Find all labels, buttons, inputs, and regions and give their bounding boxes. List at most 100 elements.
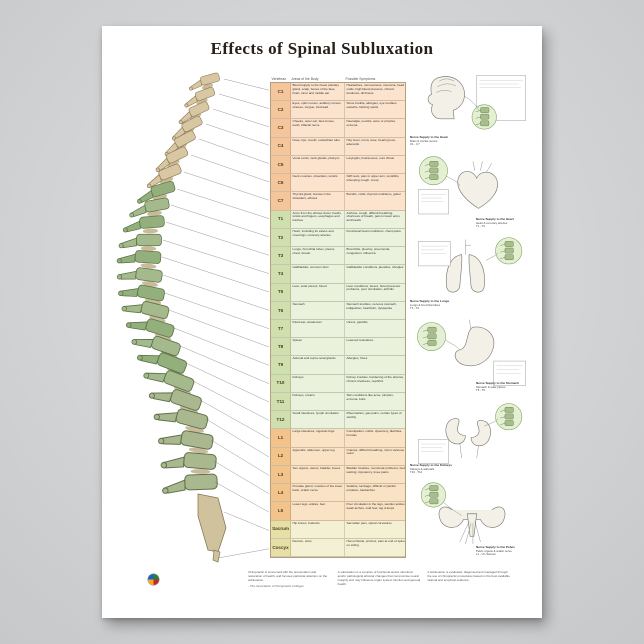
vertebra-label: T3 (271, 247, 291, 265)
figure-note: T3 - T4 (410, 306, 419, 311)
vertebra-label: Coccyx (271, 538, 291, 556)
figure-note: Pelvic organs & sciatic nerve (476, 548, 512, 553)
areas-cell: Lungs, bronchial tubes, pleura, chest, b… (291, 247, 345, 265)
symptoms-cell: Bronchitis, pleurisy, pneumonia, congest… (346, 247, 391, 255)
symptoms-cell: Laryngitis, hoarseness, sore throat (346, 155, 394, 160)
figure-caption-title: Nerve Supply to the Lungs (410, 299, 450, 304)
column-header-symptoms: Possible Symptoms (345, 77, 376, 81)
vertebra-label: L1 (271, 429, 291, 447)
vertebra-label: T2 (271, 228, 291, 247)
figure-note: L1 - L5, Sacrum (476, 552, 496, 557)
areas-cell: Cheeks, outer ear, face bones, teeth, tr… (291, 119, 345, 137)
vertebra-label: L2 (271, 447, 291, 465)
vertebra-label: L5 (271, 502, 291, 520)
vertebra-label: T7 (271, 320, 291, 338)
symptoms-cell: Gallbladder conditions, jaundice, shingl… (346, 265, 404, 270)
vertebra-label: C3 (271, 119, 291, 137)
symptoms-cell: Hemorrhoids, pruritus, pain at end of sp… (346, 538, 405, 547)
vertebra-label: T11 (271, 392, 291, 411)
vertebra-label: C6 (271, 174, 291, 192)
leader-lines (161, 78, 270, 559)
figure-note: Lungs & bronchial tubes (410, 302, 441, 307)
areas-cell: Heart, including its valves and covering… (291, 228, 345, 247)
vertebra-label: T10 (271, 374, 291, 392)
symptoms-cell: Stiff neck, pain in upper arm, tonsillit… (346, 174, 400, 182)
footer-attribution: - The Association of Chiropractic Colleg… (248, 583, 304, 588)
footer-quote: Chiropractic is concerned with the prese… (248, 570, 328, 583)
symptoms-cell: Rheumatism, gas pains, certain types of … (346, 411, 402, 419)
areas-cell: Blood supply to the head, pituitary glan… (291, 83, 345, 101)
figure-caption-title: Nerve Supply to the Stomach (476, 381, 519, 386)
areas-cell: Nose, lips, mouth, eustachian tube (291, 137, 345, 155)
spine-illustration (116, 72, 270, 563)
figure-caption-title: Nerve Supply to the Heart (476, 217, 514, 222)
areas-cell: Prostate gland, muscles of the lower bac… (291, 484, 345, 502)
symptoms-cell: Allergies, hives (346, 356, 368, 361)
areas-cell: Large intestines, inguinal rings (291, 429, 345, 447)
figure-caption-title: Nerve Supply to the Kidneys (410, 463, 452, 468)
pelvis-illustration (420, 482, 506, 544)
footer-columns: Chiropractic is concerned with the prese… (248, 570, 510, 588)
figure-note: Heart & coronary arteries (476, 220, 508, 225)
areas-cell: Neck muscles, shoulders, tonsils (291, 174, 345, 192)
symptoms-cell: Headaches, nervousness, insomnia, head c… (346, 83, 405, 95)
poster-title: Effects of Spinal Subluxation (210, 39, 434, 58)
figure-caption-title: Nerve Supply to the Head (410, 135, 448, 140)
vertebra-label: L4 (271, 484, 291, 502)
figure-note: T5 - T9 (476, 388, 485, 393)
vertebra-label: T6 (271, 301, 291, 319)
column-header-vertebrae: Vertebrae (271, 77, 287, 81)
vertebra-label: T12 (271, 411, 291, 429)
table-header: Vertebrae Areas of the Body Possible Sym… (270, 68, 406, 82)
areas-cell: Lower legs, ankles, feet (291, 502, 345, 520)
vertebra-label: T4 (271, 265, 291, 283)
poster: Effects of Spinal Subluxation Vertebrae … (102, 26, 542, 618)
areas-cell: Spleen (291, 338, 345, 356)
figure-note: T10 - T12 (410, 470, 423, 475)
symptoms-cell: Kidney troubles, hardening of the arteri… (346, 374, 404, 383)
vertebra-label: L3 (271, 465, 291, 484)
head-illustration (427, 75, 526, 130)
figure-caption-title: Nerve Supply to the Pelvis (476, 545, 515, 550)
symptoms-cell: Skin conditions like acne, pimples, ecze… (346, 392, 394, 401)
areas-cell: Pancreas, duodenum (291, 320, 345, 338)
areas-cell: Rectum, anus (291, 538, 345, 556)
symptoms-cell: Bladder troubles, menstrual problems, be… (346, 465, 405, 474)
areas-cell: Stomach (291, 301, 345, 319)
areas-cell: Adrenal and supra-renal glands (291, 356, 345, 374)
vertebra-label: C7 (271, 192, 291, 210)
symptoms-cell: Liver conditions, fevers, blood pressure… (346, 283, 401, 292)
figure-note: T1 - T2 (476, 224, 485, 229)
symptoms-cell: Asthma, cough, difficult breathing, shor… (346, 210, 400, 223)
vertebra-label: C4 (271, 137, 291, 155)
column-header-areas: Areas of the Body (291, 77, 319, 81)
symptoms-cell: Poor circulation in the legs, swollen an… (346, 502, 406, 511)
areas-cell: Gallbladder, common duct (291, 265, 345, 283)
symptoms-cell: Hay fever, runny nose, hearing loss, ade… (346, 137, 396, 146)
areas-cell: Vocal cords, neck glands, pharynx (291, 155, 345, 174)
areas-cell: Liver, solar plexus, blood (291, 283, 345, 301)
